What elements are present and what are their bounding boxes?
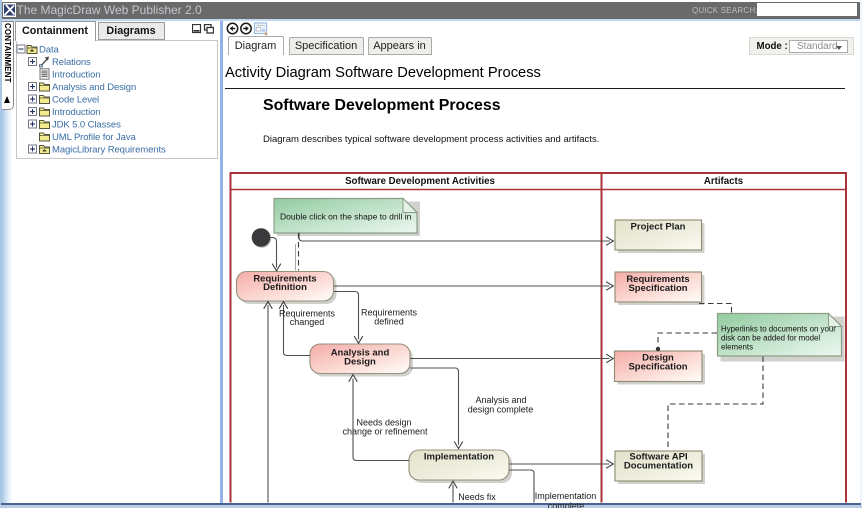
svg-text:Specification: Specification <box>628 283 687 294</box>
svg-text:change or refinement: change or refinement <box>342 427 428 437</box>
svg-text:Code Level: Code Level <box>52 95 99 106</box>
svg-text:Needs fix: Needs fix <box>458 492 496 502</box>
svg-text:changed: changed <box>290 317 325 327</box>
svg-text:Design: Design <box>344 357 376 368</box>
svg-text:MagicLibrary Requirements: MagicLibrary Requirements <box>52 145 166 156</box>
svg-text:Software API: Software API <box>629 452 687 463</box>
svg-text:Requirements: Requirements <box>361 308 418 318</box>
svg-text:Definition: Definition <box>263 282 307 293</box>
svg-text:Specification: Specification <box>628 362 687 373</box>
svg-text:defined: defined <box>374 317 404 327</box>
svg-text:Requirements: Requirements <box>279 309 336 319</box>
svg-text:disk can be added for model: disk can be added for model <box>721 334 820 343</box>
svg-text:Requirements: Requirements <box>626 274 689 285</box>
svg-text:JDK 5.0 Classes: JDK 5.0 Classes <box>52 120 121 131</box>
svg-text:Analysis and: Analysis and <box>475 395 526 405</box>
svg-text:Implementation: Implementation <box>535 491 597 501</box>
svg-text:Introduction: Introduction <box>52 107 100 118</box>
svg-text:design complete: design complete <box>468 405 534 415</box>
svg-text:Introduction: Introduction <box>52 70 100 81</box>
svg-text:Software Development Activitie: Software Development Activities <box>345 176 495 187</box>
svg-text:Requirements: Requirements <box>253 273 316 284</box>
svg-text:Analysis and Design: Analysis and Design <box>52 82 136 93</box>
svg-text:Analysis and: Analysis and <box>331 348 390 359</box>
svg-text:Implementation: Implementation <box>424 452 494 463</box>
svg-text:Needs design: Needs design <box>356 418 411 428</box>
svg-text:UML Profile for Java: UML Profile for Java <box>52 132 137 143</box>
svg-text:Double click on the shape to: Double click on the shape to drill in <box>280 212 412 222</box>
svg-text:Documentation: Documentation <box>624 461 693 472</box>
svg-text:Relations: Relations <box>52 57 91 68</box>
svg-text:Data: Data <box>39 45 59 56</box>
svg-text:Hyperlinks to documents on yo: Hyperlinks to documents on your <box>721 325 836 334</box>
svg-text:elements: elements <box>721 343 753 352</box>
svg-text:Project Plan: Project Plan <box>631 222 686 233</box>
svg-text:Artifacts: Artifacts <box>704 176 743 187</box>
svg-text:Design: Design <box>642 353 674 364</box>
